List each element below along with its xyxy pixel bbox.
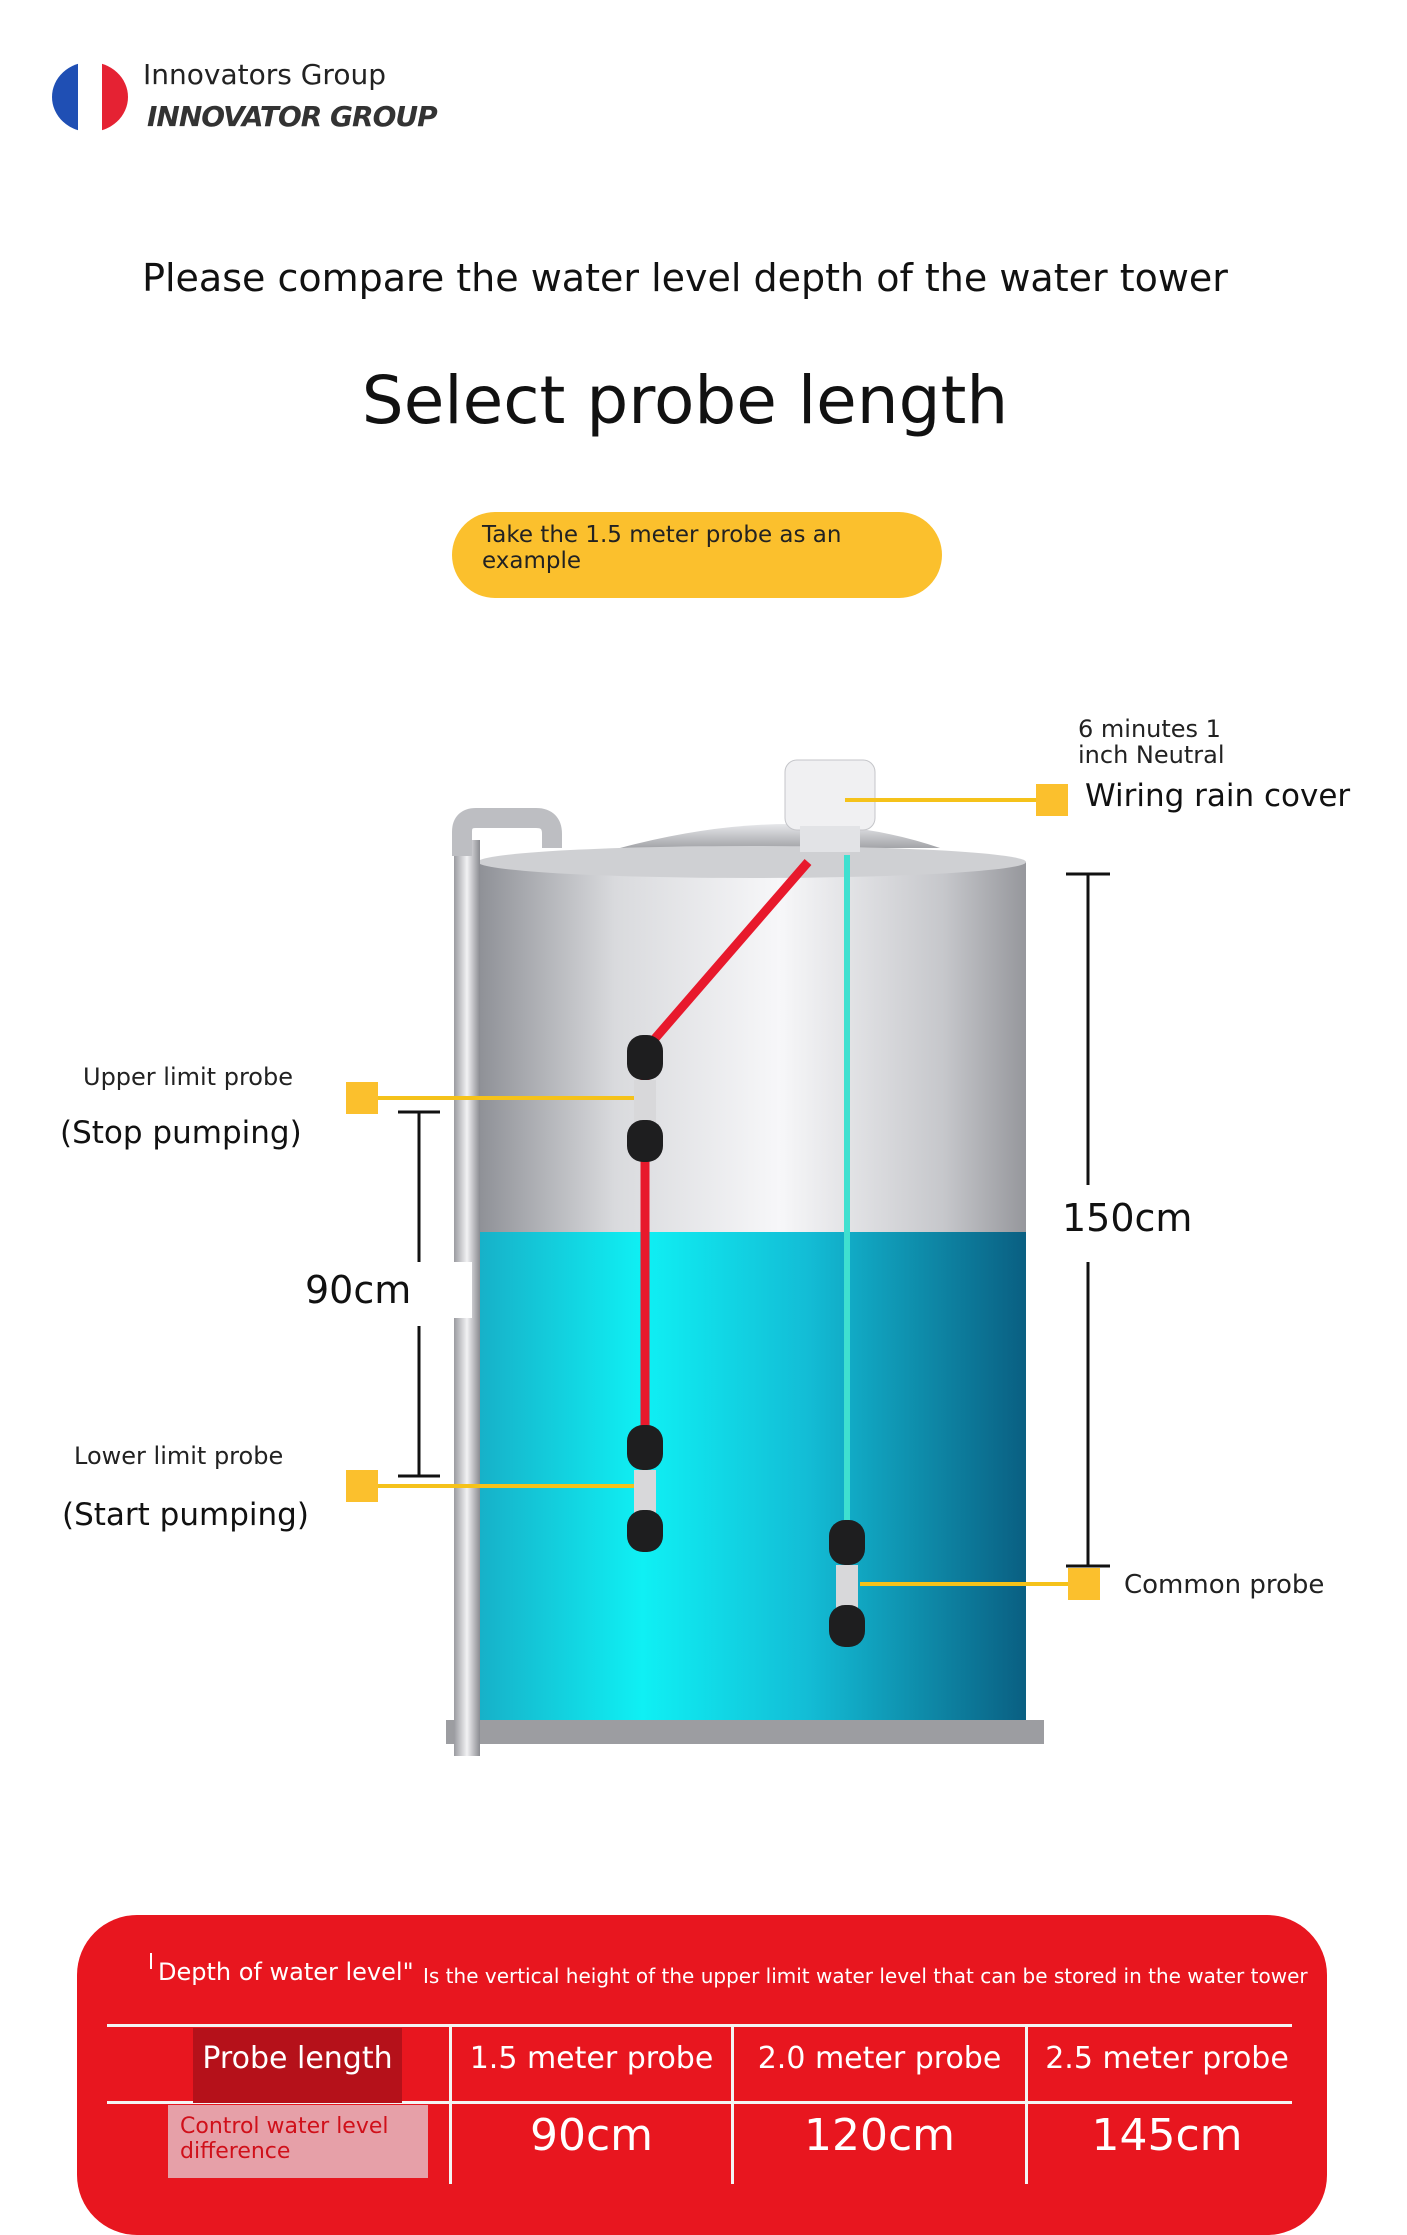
france-flag-logo <box>52 62 128 132</box>
cover-marker <box>1036 784 1068 816</box>
leader-lines <box>362 798 1075 1586</box>
upper-marker <box>346 1082 378 1114</box>
probe-length-header-bg <box>193 2028 402 2103</box>
header-2-5m: 2.5 meter probe <box>1045 2041 1289 2076</box>
upper-probe-label: Upper limit probe <box>83 1063 293 1091</box>
table-divider-2 <box>731 2024 734 2184</box>
page-title: Select probe length <box>361 362 1009 439</box>
page-subtitle: Please compare the water level depth of … <box>142 256 1228 300</box>
upper-probe-action: (Stop pumping) <box>60 1115 302 1151</box>
example-badge <box>452 512 942 598</box>
tank-height-dimension <box>1066 872 1110 1568</box>
table-caption-definition: Is the vertical height of the upper limi… <box>423 1964 1308 1988</box>
header-probe-length: Probe length <box>202 2041 393 2076</box>
control-difference-dimension <box>398 1110 440 1478</box>
brand-name: Innovators Group <box>143 58 386 91</box>
rain-cover <box>784 759 876 852</box>
row-label-control-difference: Control water level difference <box>180 2114 389 2164</box>
table-divider-1 <box>449 2024 452 2184</box>
value-2-5m: 145cm <box>1091 2110 1243 2161</box>
header-2-0m: 2.0 meter probe <box>757 2041 1002 2076</box>
water-tower-diagram <box>300 759 1110 1756</box>
value-2-0m: 120cm <box>803 2110 956 2161</box>
brand-logo-text: INNOVATOR GROUP <box>147 100 438 133</box>
water-tank <box>446 824 1044 1744</box>
common-probe-label: Common probe <box>1124 1570 1325 1600</box>
control-difference-label-bg <box>168 2105 428 2178</box>
cover-spec-label: 6 minutes 1 inch Neutral <box>1078 715 1225 769</box>
value-1-5m: 90cm <box>529 2110 654 2161</box>
example-badge-text: Take the 1.5 meter probe as an example <box>482 522 842 574</box>
control-difference-value: 90cm <box>305 1268 412 1312</box>
lower-probe-label: Lower limit probe <box>74 1442 284 1470</box>
table-mid-rule <box>107 2101 1292 2104</box>
table-top-rule <box>107 2024 1292 2027</box>
caption-tick <box>150 1953 152 1969</box>
lower-probe-action: (Start pumping) <box>62 1497 309 1533</box>
table-divider-3 <box>1025 2024 1028 2184</box>
common-marker <box>1068 1568 1100 1600</box>
tank-height-value: 150cm <box>1062 1196 1193 1240</box>
lower-marker <box>346 1470 378 1502</box>
lower-limit-probe <box>627 1425 663 1552</box>
upper-limit-probe <box>627 1035 663 1162</box>
rain-cover-label: Wiring rain cover <box>1085 778 1351 814</box>
table-caption-term: Depth of water level" <box>158 1958 414 1986</box>
common-probe <box>829 1520 865 1647</box>
header-1-5m: 1.5 meter probe <box>469 2041 714 2076</box>
